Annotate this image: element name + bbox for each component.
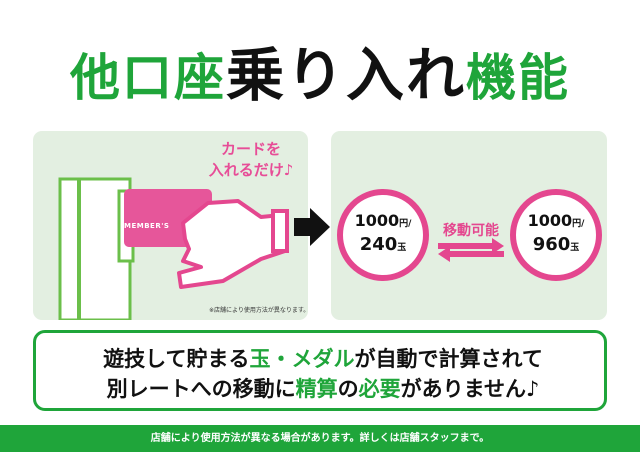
right-yen-unit: 円/ <box>572 219 585 229</box>
footer-notice: 店舗により使用方法が異なる場合があります。詳しくは店舗スタッフまで。 <box>0 425 640 452</box>
msg2-b: の <box>337 377 359 401</box>
rate-circle-1000-960: 1000円/ 960玉 <box>510 189 602 281</box>
left-ball-unit: 玉 <box>397 243 407 253</box>
hand-cuff <box>271 209 289 253</box>
arrow-right-icon <box>294 208 330 246</box>
msg1-a: 遊技して貯まる <box>103 347 250 371</box>
message-line-2: 別レートへの移動に精算の必要がありません♪ <box>36 373 610 403</box>
msg2-highlight: 精算 <box>295 377 338 401</box>
hand <box>177 199 287 289</box>
title-part-3: 機能 <box>466 49 570 107</box>
right-yen-amount: 1000 <box>527 211 573 230</box>
rate-circle-1000-240: 1000円/ 240玉 <box>337 189 429 281</box>
title-part-1: 他口座 <box>69 49 226 107</box>
msg1-b: が自動で計算されて <box>354 347 543 371</box>
message-box: 遊技して貯まる玉・メダルが自動で計算されて 別レートへの移動に精算の必要がありま… <box>33 330 607 411</box>
insert-card-caption: カードを 入れるだけ♪ <box>208 140 294 179</box>
swap-arrows-icon <box>438 238 504 262</box>
machine-edge <box>77 179 81 320</box>
card-insert-illustration <box>58 177 289 320</box>
transfer-possible-label: 移動可能 <box>443 223 499 239</box>
left-yen-unit: 円/ <box>399 219 412 229</box>
card-label: MEMBER'S <box>124 222 170 230</box>
title-part-2: 乗り入れ <box>225 41 466 109</box>
message-line-1: 遊技して貯まる玉・メダルが自動で計算されて <box>36 343 610 373</box>
left-yen-amount: 1000 <box>354 211 400 230</box>
card-insert-panel: カードを 入れるだけ♪ ※店舗により使用方法が異なります。 <box>33 131 308 320</box>
usage-note: ※店舗により使用方法が異なります。 <box>209 307 308 314</box>
left-ball-count: 240 <box>359 234 398 255</box>
right-ball-unit: 玉 <box>570 243 580 253</box>
msg2-c: がありません♪ <box>400 377 540 401</box>
msg2-a: 別レートへの移動に <box>106 377 296 401</box>
right-ball-count: 960 <box>532 234 571 255</box>
msg1-highlight: 玉・メダル <box>249 347 355 371</box>
poster-title: 他口座乗り入れ機能 <box>0 28 640 109</box>
msg2-highlight-2: 必要 <box>358 377 401 401</box>
